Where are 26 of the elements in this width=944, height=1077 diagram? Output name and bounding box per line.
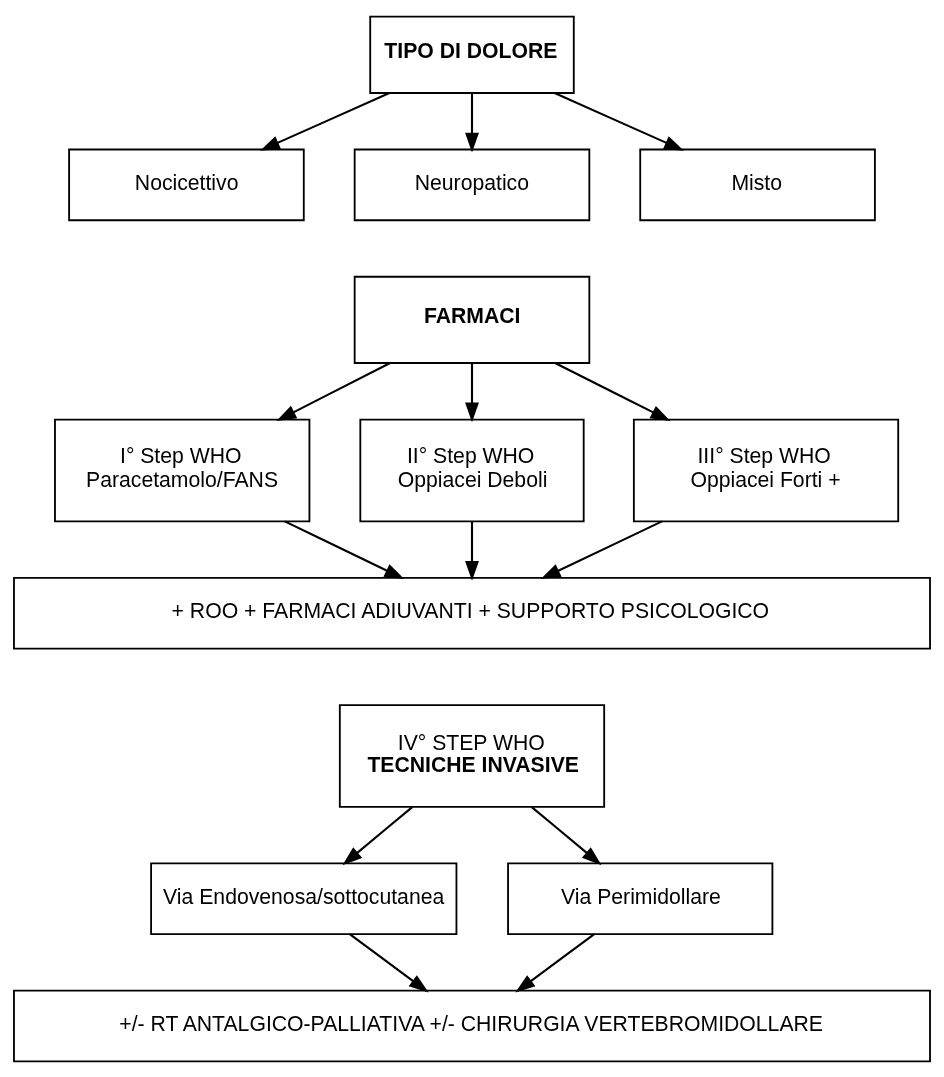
node-box: + ROO + FARMACI ADIUVANTI + SUPPORTO PSICOLOGICO [13, 576, 931, 649]
node-box: Nocicettivo [68, 148, 305, 221]
node-box: FARMACI [353, 275, 591, 364]
arrow [465, 362, 479, 422]
arrow [540, 519, 663, 579]
arrow [276, 361, 391, 421]
arrow [260, 91, 390, 151]
node-box: Via Endovenosa/sottocutanea [150, 862, 458, 935]
node-box: II° Step WHO Oppiacei Deboli [359, 418, 585, 522]
node-box: I° Step WHO Paracetamolo/FANS [54, 418, 311, 522]
arrow [465, 521, 479, 581]
node-box: Neuropatico [353, 148, 591, 221]
arrow [284, 519, 405, 579]
node-box: IV° STEP WHO TECNICHE INVASIVE [338, 703, 606, 808]
node-box: +/- RT ANTALGICO-PALLIATIVA +/- CHIRURGIA VERTEBROMIDOLLARE [13, 989, 931, 1062]
arrow [342, 805, 413, 865]
node-box: Misto [639, 148, 876, 221]
node-box: III° Step WHO Oppiacei Forti + [632, 418, 900, 522]
arrow [531, 805, 602, 865]
node-box: Via Perimidollare [507, 862, 774, 935]
arrow [349, 932, 429, 993]
arrow [515, 932, 595, 993]
arrow [554, 361, 671, 421]
node-box: TIPO DI DOLORE [369, 15, 575, 94]
arrow [554, 91, 684, 151]
arrow [465, 92, 479, 153]
